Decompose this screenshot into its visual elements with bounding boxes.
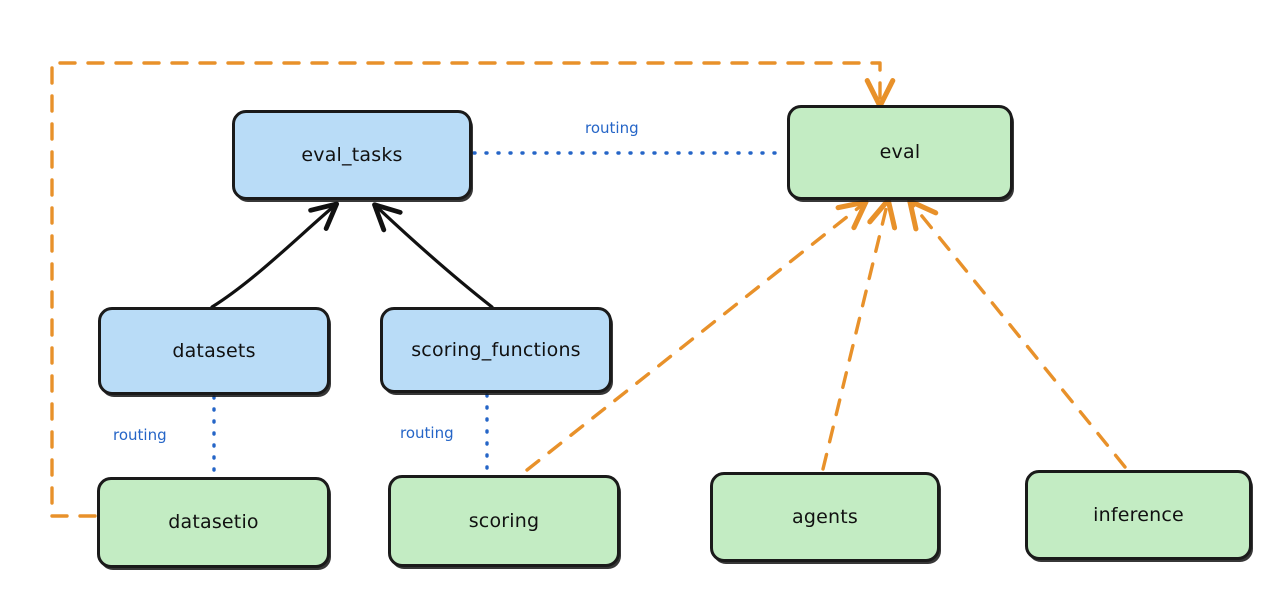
edge-agents-to-eval — [821, 197, 898, 471]
edge-datasets-to-eval-tasks — [210, 201, 340, 309]
node-eval[interactable]: eval — [787, 105, 1013, 200]
edge-label-routing-scoring-functions-scoring: routing — [400, 424, 454, 442]
node-inference[interactable]: inference — [1025, 470, 1252, 560]
node-label: datasets — [172, 339, 256, 362]
node-label: eval_tasks — [301, 143, 403, 166]
node-label: datasetio — [168, 511, 259, 534]
node-datasets[interactable]: datasets — [98, 307, 330, 395]
node-scoring-functions[interactable]: scoring_functions — [380, 307, 612, 393]
node-label: scoring_functions — [411, 338, 581, 361]
edge-label-routing-datasets-datasetio: routing — [113, 426, 167, 444]
edge-inference-to-eval — [907, 198, 1127, 469]
node-label: agents — [792, 505, 858, 528]
node-scoring[interactable]: scoring — [388, 475, 620, 567]
node-datasetio[interactable]: datasetio — [97, 477, 330, 568]
node-label: scoring — [468, 509, 540, 532]
node-eval-tasks[interactable]: eval_tasks — [232, 110, 472, 200]
node-agents[interactable]: agents — [710, 472, 940, 562]
edge-label-routing-eval-tasks-eval: routing — [585, 119, 639, 137]
node-label: inference — [1093, 503, 1184, 526]
edge-scoring-functions-to-eval-tasks — [372, 202, 494, 309]
node-label: eval — [879, 141, 921, 164]
